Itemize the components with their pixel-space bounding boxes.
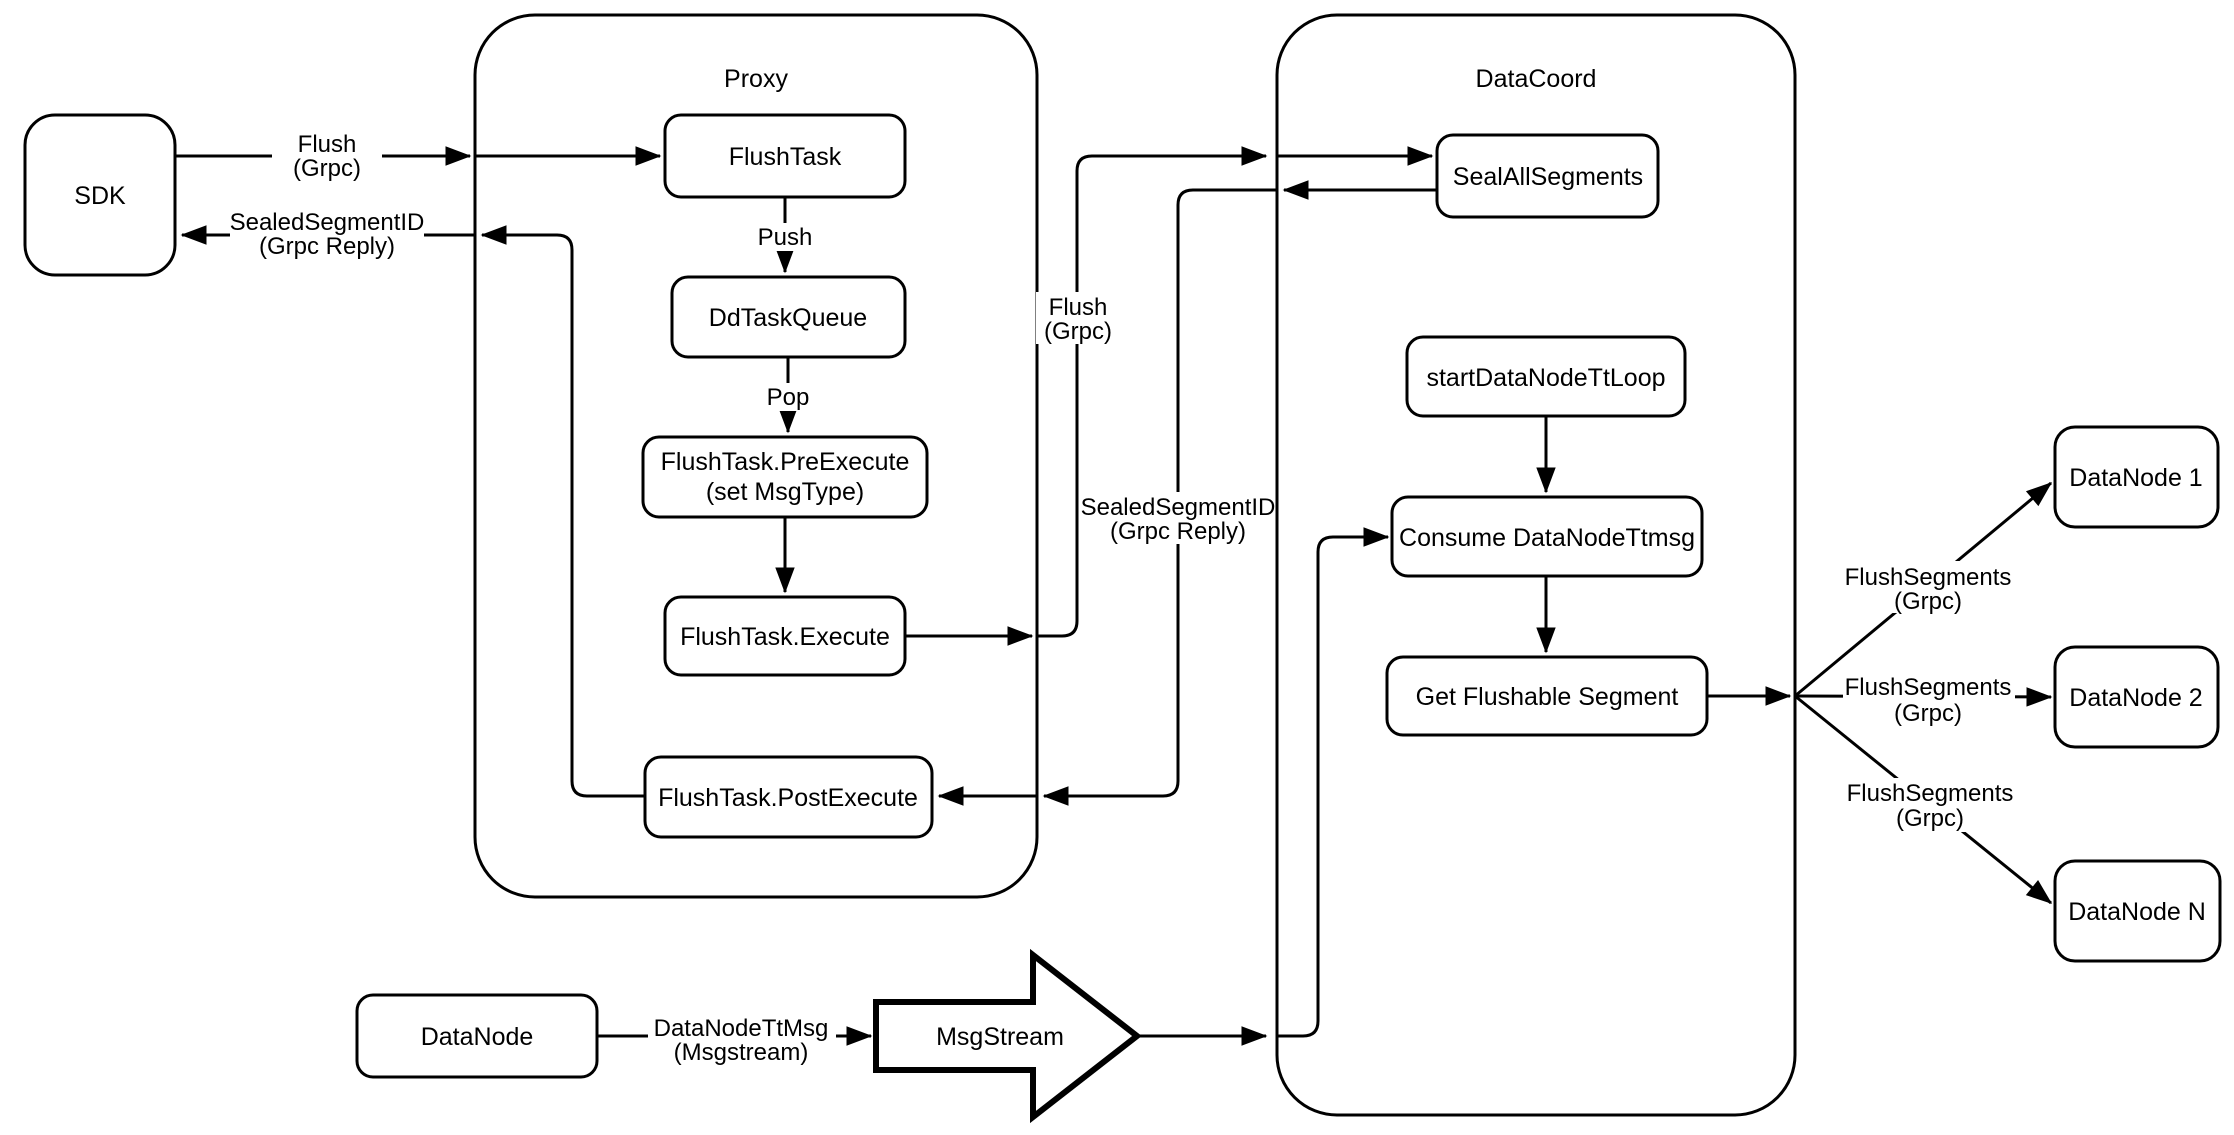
edge-label-flushsegments2-2: (Grpc)	[1894, 700, 1962, 727]
node-sdk	[23, 113, 177, 277]
label-bg	[230, 209, 424, 259]
label-bg	[1036, 292, 1120, 344]
proxy-container	[473, 13, 1039, 899]
edge-label-sdk-flush-2: (Grpc)	[293, 155, 361, 182]
edge-label-sdk-flush-1: Flush	[298, 131, 357, 158]
label-bg	[1843, 671, 2015, 727]
node-datanode1	[2053, 425, 2220, 529]
node-sdk-label: SDK	[74, 182, 126, 210]
node-flushtask	[663, 113, 907, 199]
node-execute	[663, 595, 907, 677]
label-bg	[1843, 561, 2015, 613]
edge-label-pop: Pop	[767, 384, 810, 411]
datacoord-container	[1275, 13, 1797, 1117]
label-bg	[750, 223, 820, 251]
node-datanode1-label: DataNode 1	[2069, 464, 2202, 492]
edge-label-flushsegments3-1: FlushSegments	[1847, 780, 2014, 807]
node-startdatanodettloop-label: startDataNodeTtLoop	[1426, 364, 1665, 392]
node-datanode2-label: DataNode 2	[2069, 684, 2202, 712]
edge-label-push: Push	[758, 224, 813, 251]
node-datanode2	[2053, 645, 2220, 749]
edge-msgstream-riser-to-consume	[1277, 527, 1390, 1038]
node-datanode-n	[2053, 859, 2222, 963]
label-bg	[1845, 778, 2017, 832]
node-consume-datanodettmsg-label: Consume DataNodeTtmsg	[1399, 524, 1695, 552]
label-bg	[757, 383, 819, 411]
node-postexecute-label: FlushTask.PostExecute	[658, 784, 918, 812]
label-bg	[1081, 492, 1275, 544]
node-postexecute	[643, 755, 934, 839]
node-preexecute	[641, 435, 929, 519]
edge-label-sdk-reply-1: SealedSegmentID	[230, 209, 425, 236]
edge-label-datanodettmsg-1: DataNodeTtMsg	[654, 1015, 829, 1042]
node-datanode-n-label: DataNode N	[2068, 898, 2206, 926]
edge-label-flushsegments3-2: (Grpc)	[1896, 805, 1964, 832]
node-flushtask-label: FlushTask	[729, 143, 842, 171]
node-msgstream-label: MsgStream	[936, 1023, 1064, 1051]
node-execute-label: FlushTask.Execute	[680, 623, 890, 651]
node-getflushablesegment	[1385, 655, 1709, 737]
edge-postexecute-to-proxy-edge	[480, 225, 645, 798]
node-ddtaskqueue-label: DdTaskQueue	[709, 304, 867, 332]
edge-flush-riser-to-datacoord	[1037, 146, 1268, 638]
node-datanode-bottom	[355, 993, 599, 1079]
edge-label-sdk-reply-2: (Grpc Reply)	[259, 233, 395, 260]
node-startdatanodettloop	[1405, 335, 1687, 418]
edge-label-mid-flush-1: Flush	[1049, 294, 1108, 321]
edge-label-flushsegments2-1: FlushSegments	[1845, 674, 2012, 701]
node-sealallsegments-label: SealAllSegments	[1453, 163, 1643, 191]
node-ddtaskqueue	[670, 275, 907, 359]
node-consume-datanodettmsg	[1390, 495, 1704, 578]
edge-label-mid-reply-1: SealedSegmentID	[1081, 494, 1276, 521]
edge-label-mid-reply-2: (Grpc Reply)	[1110, 518, 1246, 545]
node-preexecute-label-line1: FlushTask.PreExecute	[661, 448, 910, 476]
edge-label-flushsegments1-2: (Grpc)	[1894, 588, 1962, 615]
node-datanode-bottom-label: DataNode	[421, 1023, 534, 1051]
label-bg	[272, 131, 382, 179]
label-bg	[648, 1012, 836, 1064]
datacoord-container-title: DataCoord	[1476, 65, 1597, 93]
edge-label-datanodettmsg-2: (Msgstream)	[674, 1039, 809, 1066]
node-getflushablesegment-label: Get Flushable Segment	[1416, 683, 1679, 711]
node-msgstream-arrow	[873, 948, 1142, 1124]
edge-label-flushsegments1-1: FlushSegments	[1845, 564, 2012, 591]
proxy-container-title: Proxy	[724, 65, 788, 93]
node-sealallsegments	[1435, 133, 1660, 219]
edge-label-mid-flush-2: (Grpc)	[1044, 318, 1112, 345]
node-preexecute-label-line2: (set MsgType)	[706, 478, 864, 506]
